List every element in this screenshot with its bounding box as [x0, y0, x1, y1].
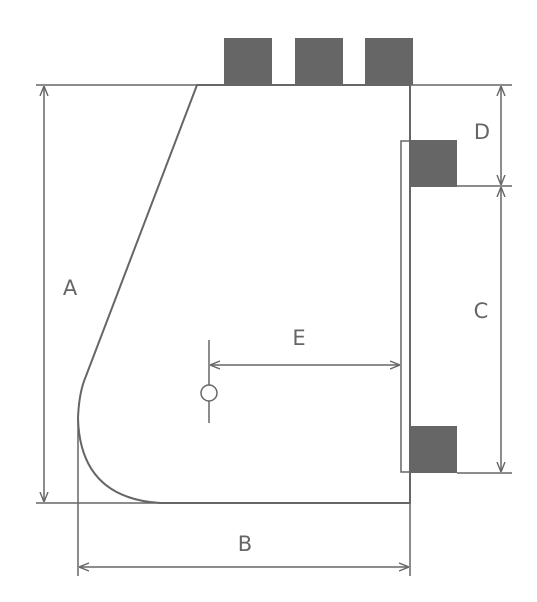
dimension-label-c: C	[474, 299, 489, 323]
top-block-2	[295, 38, 343, 85]
top-block-1	[224, 38, 272, 85]
top-block-3	[365, 38, 413, 85]
dimension-label-b: B	[238, 532, 252, 556]
dimension-label-e: E	[292, 326, 305, 350]
center-marker-circle	[200, 384, 218, 402]
side-frame	[400, 140, 411, 473]
panel-outline	[76, 84, 411, 504]
dimension-label-d: D	[474, 120, 490, 144]
right-block-lower	[410, 426, 457, 473]
dimension-label-a: A	[63, 276, 78, 300]
right-block-upper	[410, 140, 457, 187]
